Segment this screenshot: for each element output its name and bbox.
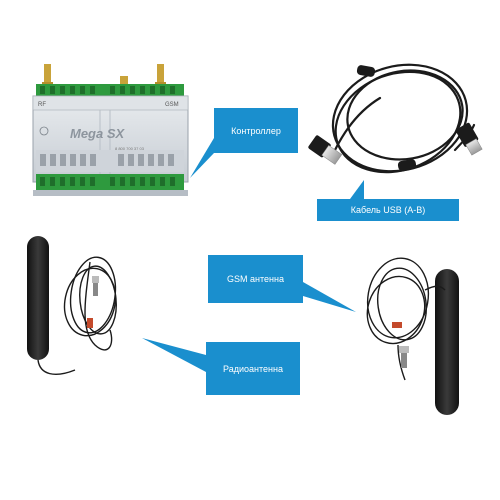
radio-antenna <box>27 236 117 376</box>
phone-text: 8 800 700 37 03 <box>115 146 145 151</box>
pointer-radio <box>142 338 206 372</box>
gsm-antenna <box>366 257 459 415</box>
callout-controller-label: Контроллер <box>231 125 281 136</box>
gsm-label: GSM <box>165 102 179 108</box>
controller-device: RF GSM Mega SX 8 800 700 37 03 <box>32 64 189 196</box>
gsm-antenna-connector <box>399 346 409 368</box>
usb-a-plug <box>308 135 343 165</box>
usb-b-plug <box>455 122 483 156</box>
callout-usb-cable: Кабель USB (A-B) <box>317 199 459 221</box>
pointer-usb <box>350 180 364 199</box>
callout-gsm-antenna: GSM антенна <box>208 255 303 303</box>
callout-controller: Контроллер <box>214 108 298 153</box>
rf-antenna-connector <box>44 64 51 86</box>
usb-cable <box>308 63 483 174</box>
gsm-antenna-connector <box>157 64 164 86</box>
ferrite-bead <box>356 65 376 77</box>
callout-gsm-antenna-label: GSM антенна <box>227 274 284 284</box>
callout-pointers <box>142 138 364 372</box>
pointer-controller <box>190 138 214 178</box>
top-terminals <box>36 84 184 98</box>
radio-antenna-whip <box>27 236 49 360</box>
pointer-gsm <box>303 282 356 312</box>
callout-usb-cable-label: Кабель USB (A-B) <box>350 205 426 215</box>
callout-radio-antenna-label: Радиоантенна <box>223 363 283 374</box>
rf-label: RF <box>38 102 46 108</box>
logo-text: Mega SX <box>70 126 126 141</box>
bottom-terminals <box>36 174 184 190</box>
callout-radio-antenna: Радиоантенна <box>206 342 300 395</box>
radio-antenna-connector <box>92 276 99 296</box>
gsm-antenna-whip <box>435 269 459 415</box>
